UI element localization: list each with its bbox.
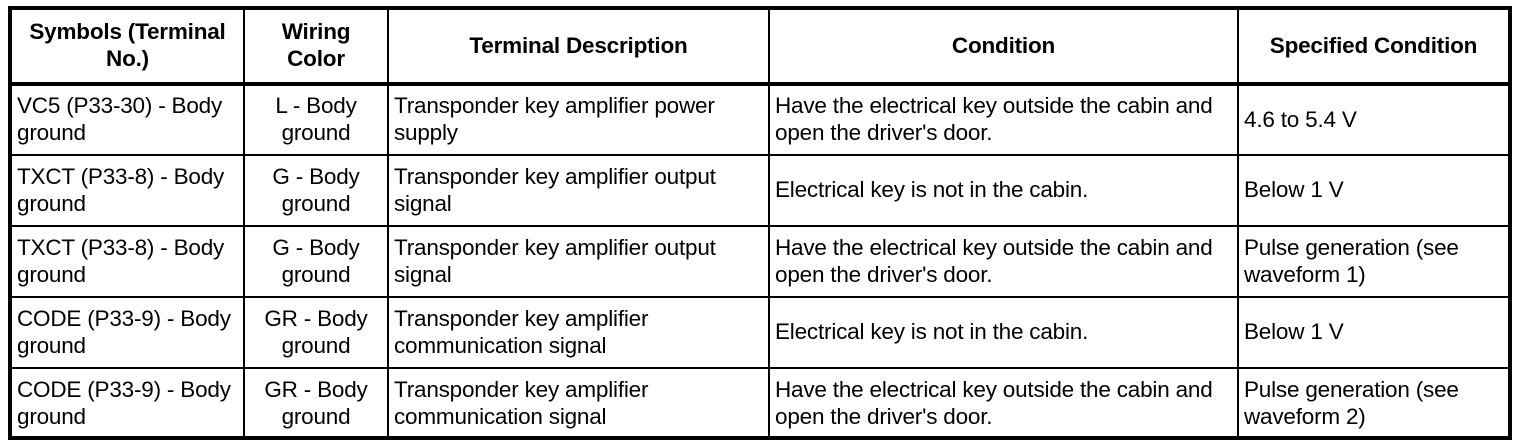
cell-terminal-description: Transponder key amplifier power supply <box>387 83 770 156</box>
cell-terminal-description: Transponder key amplifier output signal <box>387 154 770 227</box>
terminal-inspection-table-frame: Symbols (Terminal No.) Wiring Color Term… <box>8 6 1512 440</box>
cell-symbols: CODE (P33-9) - Body ground <box>12 296 245 369</box>
cell-specified-condition: Below 1 V <box>1237 154 1508 227</box>
table-row: CODE (P33-9) - Body ground GR - Body gro… <box>12 367 1508 439</box>
column-header-specified-condition: Specified Condition <box>1237 10 1508 86</box>
cell-condition: Have the electrical key outside the cabi… <box>768 83 1239 156</box>
cell-condition: Electrical key is not in the cabin. <box>768 154 1239 227</box>
cell-symbols: VC5 (P33-30) - Body ground <box>12 83 245 156</box>
cell-wiring-color: L - Body ground <box>243 83 389 156</box>
terminal-inspection-table: Symbols (Terminal No.) Wiring Color Term… <box>12 10 1508 439</box>
cell-symbols: TXCT (P33-8) - Body ground <box>12 225 245 298</box>
table-row: TXCT (P33-8) - Body ground G - Body grou… <box>12 154 1508 227</box>
cell-terminal-description: Transponder key amplifier output signal <box>387 225 770 298</box>
cell-specified-condition: 4.6 to 5.4 V <box>1237 83 1508 156</box>
cell-condition: Electrical key is not in the cabin. <box>768 296 1239 369</box>
cell-wiring-color: G - Body ground <box>243 154 389 227</box>
table-row: CODE (P33-9) - Body ground GR - Body gro… <box>12 296 1508 369</box>
column-header-condition: Condition <box>768 10 1239 86</box>
column-header-symbols: Symbols (Terminal No.) <box>12 10 245 86</box>
cell-terminal-description: Transponder key amplifier communication … <box>387 296 770 369</box>
cell-wiring-color: GR - Body ground <box>243 296 389 369</box>
cell-specified-condition: Pulse generation (see waveform 2) <box>1237 367 1508 439</box>
cell-specified-condition: Pulse generation (see waveform 1) <box>1237 225 1508 298</box>
cell-specified-condition: Below 1 V <box>1237 296 1508 369</box>
table-body: VC5 (P33-30) - Body ground L - Body grou… <box>12 83 1508 439</box>
cell-condition: Have the electrical key outside the cabi… <box>768 225 1239 298</box>
cell-condition: Have the electrical key outside the cabi… <box>768 367 1239 439</box>
column-header-terminal-description: Terminal Description <box>387 10 770 86</box>
table-header-row: Symbols (Terminal No.) Wiring Color Term… <box>12 10 1508 86</box>
cell-terminal-description: Transponder key amplifier communication … <box>387 367 770 439</box>
table-row: TXCT (P33-8) - Body ground G - Body grou… <box>12 225 1508 298</box>
table-row: VC5 (P33-30) - Body ground L - Body grou… <box>12 83 1508 156</box>
cell-wiring-color: GR - Body ground <box>243 367 389 439</box>
cell-wiring-color: G - Body ground <box>243 225 389 298</box>
cell-symbols: CODE (P33-9) - Body ground <box>12 367 245 439</box>
table-header: Symbols (Terminal No.) Wiring Color Term… <box>12 10 1508 86</box>
column-header-wiring-color: Wiring Color <box>243 10 389 86</box>
cell-symbols: TXCT (P33-8) - Body ground <box>12 154 245 227</box>
